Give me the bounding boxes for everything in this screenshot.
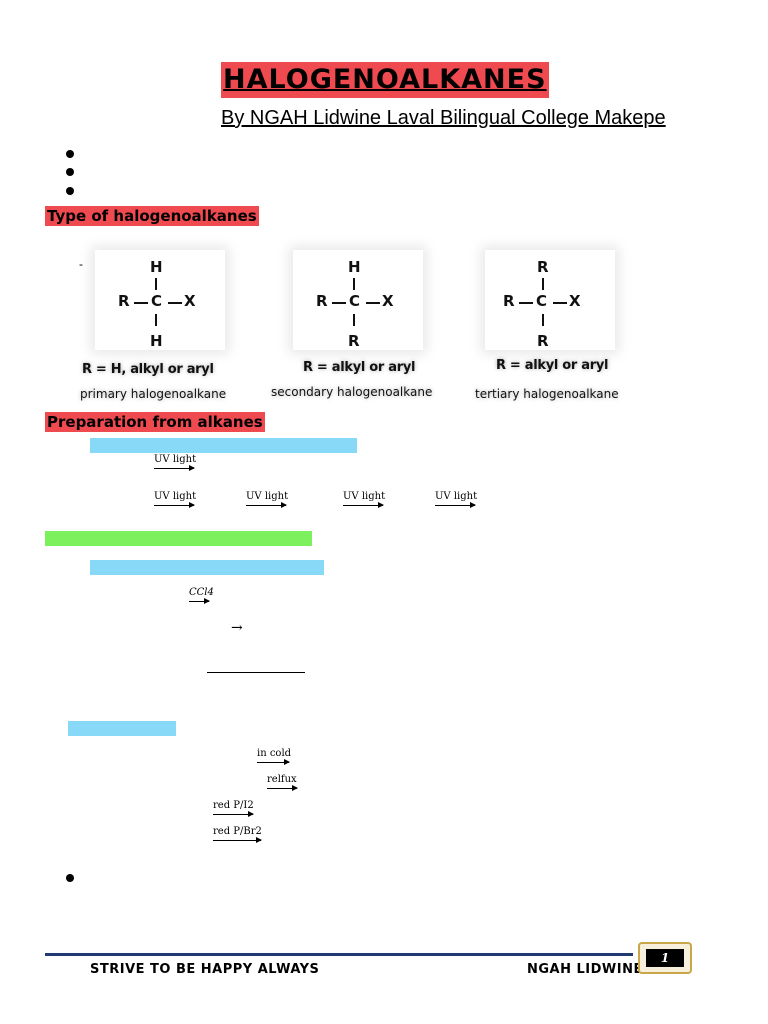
uv-arrow-5-label: UV light — [435, 491, 478, 502]
underline-rule — [207, 672, 305, 673]
atom-top: R — [537, 258, 549, 276]
structure-primary: H R C X H R = H, alkyl or aryl primary h… — [75, 250, 305, 415]
footer-rule — [45, 953, 633, 956]
redp-i2-arrow: red P/I2 — [213, 800, 254, 817]
structure-secondary: H R C X R R = alkyl or aryl secondary ha… — [271, 250, 503, 415]
bullet-1 — [66, 150, 74, 158]
blue-highlight-2 — [90, 560, 324, 575]
uv-arrow-5: UV light — [435, 491, 478, 508]
atom-top: H — [348, 258, 361, 276]
bullet-4 — [66, 874, 74, 882]
r-definition: R = H, alkyl or aryl — [82, 362, 214, 377]
cold-arrow-label: in cold — [257, 748, 292, 759]
structure-tertiary: R R C X R R = alkyl or aryl tertiary hal… — [465, 250, 695, 415]
redp-i2-arrow-label: red P/I2 — [213, 800, 254, 811]
bullet-3 — [66, 187, 74, 195]
ccl4-arrow-label: CCl4 — [189, 587, 214, 598]
r-definition: R = alkyl or aryl — [496, 358, 609, 373]
ccl4-arrow: CCl4 — [189, 587, 214, 604]
atom-left: R — [316, 292, 328, 310]
atom-center: C — [151, 292, 163, 310]
author-byline: By NGAH Lidwine Laval Bilingual College … — [221, 107, 666, 129]
atom-center: C — [536, 292, 548, 310]
uv-arrow-3: UV light — [246, 491, 289, 508]
blue-highlight-1 — [90, 438, 357, 453]
page-number: 1 — [646, 949, 684, 967]
green-highlight — [45, 531, 312, 546]
redp-br2-arrow-label: red P/Br2 — [213, 826, 262, 837]
atom-bottom: R — [537, 332, 549, 350]
footer-motto: STRIVE TO BE HAPPY ALWAYS — [90, 962, 320, 977]
r-definition: R = alkyl or aryl — [303, 360, 416, 375]
redp-br2-arrow: red P/Br2 — [213, 826, 262, 843]
page-title: HALOGENOALKANES — [221, 62, 549, 98]
uv-arrow-4: UV light — [343, 491, 386, 508]
structure-name: tertiary halogenoalkane — [475, 387, 619, 401]
atom-bottom: R — [348, 332, 360, 350]
page-number-badge: 1 — [638, 942, 692, 974]
reflux-arrow-label: relfux — [267, 774, 297, 785]
atom-right: X — [569, 292, 581, 310]
uv-arrow-1: UV light — [154, 454, 197, 471]
atom-top: H — [150, 258, 163, 276]
structure-name: secondary halogenoalkane — [271, 385, 433, 399]
atom-center: C — [349, 292, 361, 310]
uv-arrow-2-label: UV light — [154, 491, 197, 502]
atom-right: X — [382, 292, 394, 310]
uv-arrow-2: UV light — [154, 491, 197, 508]
atom-left: R — [118, 292, 130, 310]
atom-bottom: H — [150, 332, 163, 350]
blue-highlight-3 — [68, 721, 176, 736]
atom-left: R — [503, 292, 515, 310]
types-heading: Type of halogenoalkanes — [45, 206, 259, 226]
cold-arrow: in cold — [257, 748, 292, 765]
types-dash: - — [79, 257, 83, 271]
uv-arrow-4-label: UV light — [343, 491, 386, 502]
atom-right: X — [184, 292, 196, 310]
plain-arrow: → — [231, 620, 243, 636]
reflux-arrow: relfux — [267, 774, 298, 791]
structure-name: primary halogenoalkane — [80, 387, 227, 401]
footer-author: NGAH LIDWINE — [527, 962, 643, 977]
uv-arrow-1-label: UV light — [154, 454, 197, 465]
uv-arrow-3-label: UV light — [246, 491, 289, 502]
preparation-heading: Preparation from alkanes — [45, 412, 265, 432]
bullet-2 — [66, 168, 74, 176]
